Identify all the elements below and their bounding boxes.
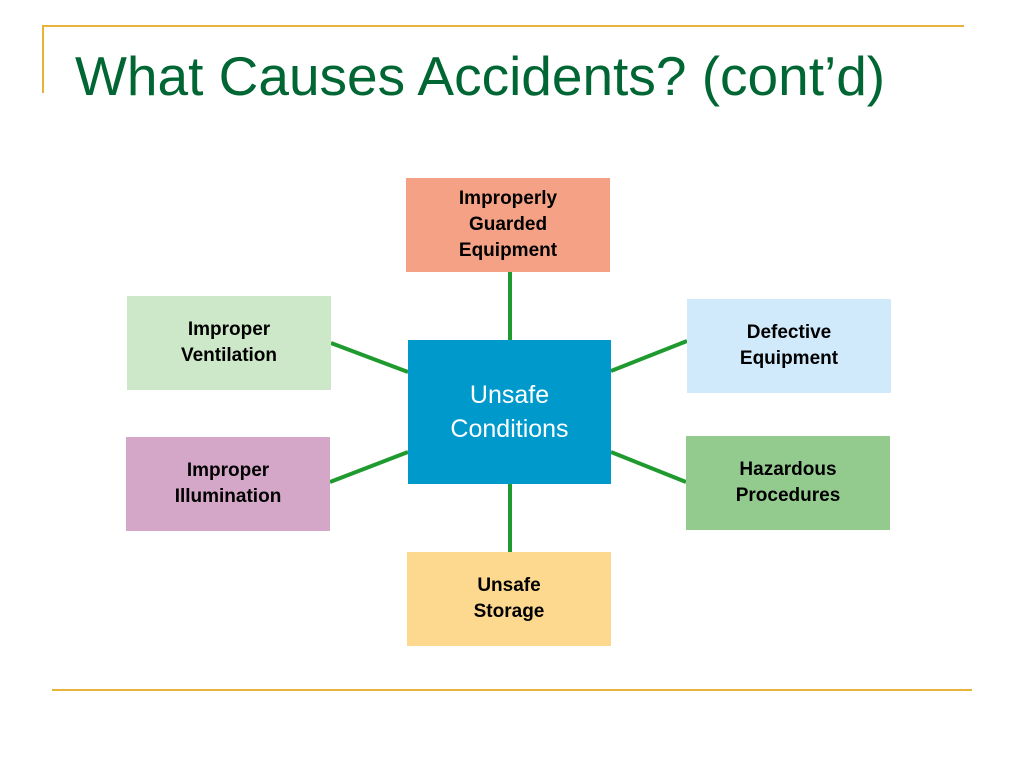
node-label-line: Storage bbox=[473, 601, 545, 622]
node-label-line: Unsafe bbox=[469, 381, 550, 409]
node-label-line: Guarded bbox=[468, 214, 548, 235]
node-label-line: Defective bbox=[746, 322, 832, 343]
node-label-line: Improper bbox=[187, 319, 271, 340]
node-label-line: Ventilation bbox=[180, 345, 278, 366]
node-label-line: Equipment bbox=[458, 240, 558, 261]
node-unsafe-storage: Unsafe Storage bbox=[407, 552, 611, 646]
node-hazardous-procedures: Hazardous Procedures bbox=[686, 436, 890, 530]
node-label-line: Illumination bbox=[174, 486, 282, 507]
connector-upper-left bbox=[330, 341, 409, 374]
node-label-line: Procedures bbox=[735, 485, 841, 506]
node-improper-ventilation: Improper Ventilation bbox=[127, 296, 331, 390]
node-label-line: Unsafe bbox=[477, 575, 541, 596]
slide-title: What Causes Accidents? (cont’d) bbox=[75, 45, 886, 107]
left-accent-rule bbox=[42, 25, 44, 93]
node-label-line: Hazardous bbox=[739, 459, 837, 480]
node-label-line: Improper bbox=[186, 460, 270, 481]
connector-upper-right bbox=[610, 339, 688, 373]
connector-lower-right bbox=[610, 450, 687, 484]
node-label-line: Improperly bbox=[458, 188, 558, 209]
node-improperly-guarded-equipment: Improperly Guarded Equipment bbox=[406, 178, 610, 272]
bottom-accent-rule bbox=[52, 689, 972, 691]
top-accent-rule bbox=[42, 25, 964, 27]
node-improper-illumination: Improper Illumination bbox=[126, 437, 330, 531]
connector-lower-left bbox=[329, 450, 409, 484]
node-unsafe-conditions: Unsafe Conditions bbox=[408, 340, 611, 484]
node-defective-equipment: Defective Equipment bbox=[687, 299, 891, 393]
node-label-line: Conditions bbox=[450, 415, 569, 443]
node-label-line: Equipment bbox=[739, 348, 839, 369]
